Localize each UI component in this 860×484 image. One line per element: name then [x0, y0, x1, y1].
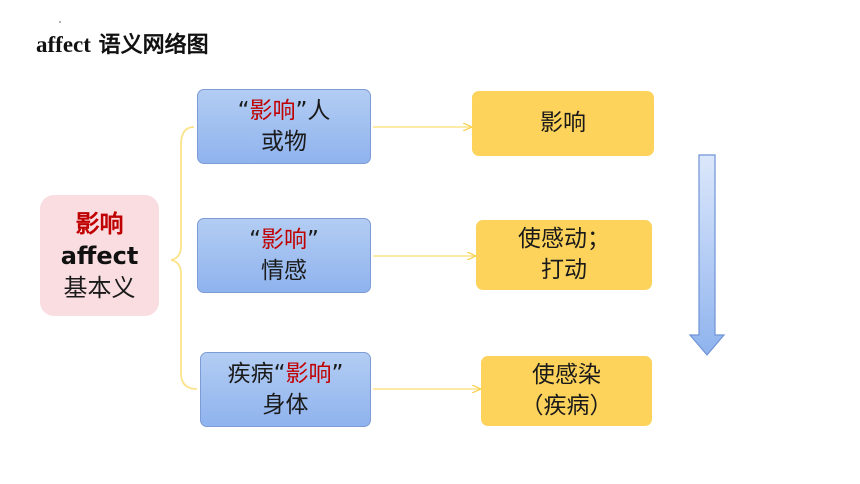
root-chinese: 影响	[75, 209, 124, 238]
meaning-node-infect: 使感染 （疾病）	[481, 356, 652, 426]
sense-line-2: 身体	[262, 391, 309, 418]
sense-node-disease: 疾病“影响” 身体	[200, 352, 371, 427]
title-chinese: 语义网络图	[98, 33, 209, 58]
meaning-line: 使感动；	[518, 226, 610, 252]
meaning-line: 影响	[540, 110, 586, 136]
meaning-node-influence: 影响	[472, 91, 654, 156]
root-english: affect	[60, 241, 139, 270]
sense-node-emotion: “影响” 情感	[197, 218, 371, 293]
title-english: affect	[36, 32, 91, 57]
sense-node-things: “影响”人 或物	[197, 89, 371, 164]
sense-highlight: 影响	[249, 97, 296, 124]
meaning-node-move: 使感动； 打动	[476, 220, 652, 290]
down-arrow	[688, 154, 726, 356]
sense-line-1: “影响”人	[237, 97, 331, 124]
root-basic-meaning: 基本义	[63, 273, 136, 302]
meaning-line: （疾病）	[520, 393, 613, 419]
sense-line-2: 或物	[261, 128, 307, 155]
sense-highlight: 影响	[261, 226, 307, 253]
meaning-line: 打动	[541, 257, 587, 283]
sense-line-1: 疾病“影响”	[227, 360, 344, 387]
sense-line-1: “影响”	[249, 226, 319, 253]
sense-highlight: 影响	[285, 360, 332, 387]
root-node: 影响 affect 基本义	[40, 195, 159, 316]
page-title: affect 语义网络图	[36, 28, 209, 62]
meaning-line: 使感染	[532, 362, 601, 388]
brace-connector	[170, 126, 198, 390]
sense-line-2: 情感	[261, 257, 307, 284]
decorative-dot	[59, 21, 61, 23]
